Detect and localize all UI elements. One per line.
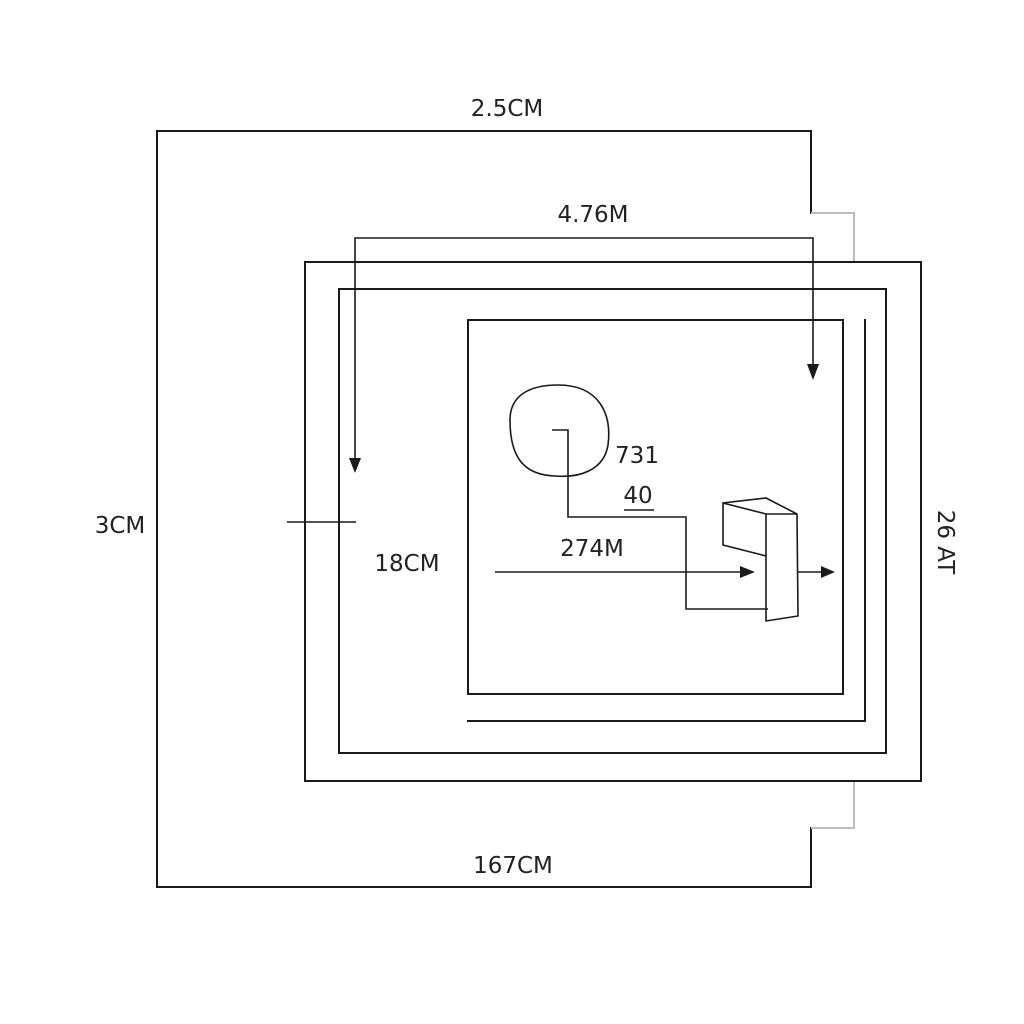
label-right-dimension: 26 AT [932,510,958,576]
right-arrow-head [807,364,819,380]
left-arrow-head [349,458,361,473]
circle-connector-line [552,429,768,610]
label-underlined-value: 40 [623,483,652,509]
small-arrow-head [821,566,835,578]
label-bottom-dimension: 167CM [473,853,553,879]
inner-frame [338,288,887,754]
label-upper-dimension: 4.76M [557,202,628,228]
innermost-box [467,319,844,695]
label-left-dimension: 3CM [95,513,146,539]
block-shape [722,497,799,622]
offset-line [467,319,866,722]
label-arrow-dimension: 274M [560,536,624,562]
lower-connector [811,782,855,829]
label-top-dimension: 2.5CM [471,96,543,122]
horizontal-arrow-head [740,566,755,578]
label-inner-left-dimension: 18CM [374,551,439,577]
dimension-arrow-line [354,237,814,460]
circle-shape [509,384,610,478]
label-circle-value: 731 [615,443,659,469]
middle-frame [304,261,922,782]
upper-connector [811,212,855,261]
outer-frame [156,130,812,888]
